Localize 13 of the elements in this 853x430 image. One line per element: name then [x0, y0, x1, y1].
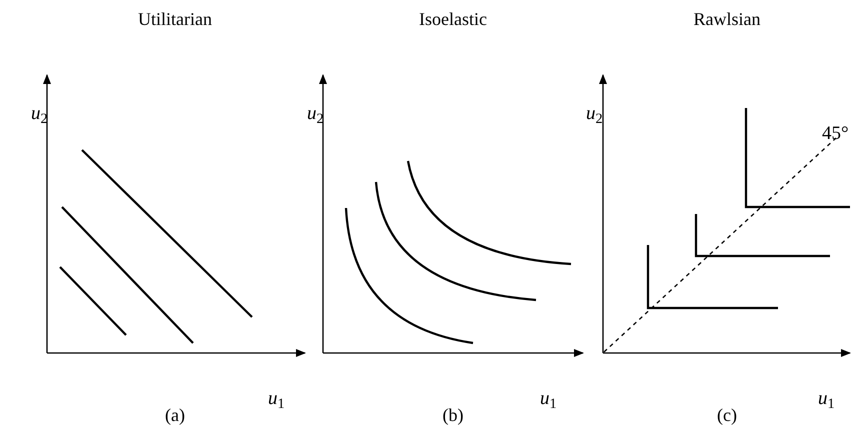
panel-title: Rawlsian [694, 10, 760, 28]
axis-label: u$_{1}$ [818, 389, 835, 408]
panel-caption: (a) [165, 406, 185, 424]
axis-label: u$_{1}$ [540, 389, 557, 408]
panel-title: Isoelastic [419, 10, 487, 28]
axis-label: u$_{2}$ [31, 104, 48, 123]
panel-title: Utilitarian [138, 10, 212, 28]
panel-caption: (c) [717, 406, 737, 424]
panel-caption: (b) [442, 406, 464, 424]
axis-label: u$_{2}$ [307, 104, 324, 123]
angle-label: 45° [822, 124, 849, 143]
axis-label: u$_{1}$ [268, 389, 285, 408]
axis-label: u$_{2}$ [586, 104, 603, 123]
